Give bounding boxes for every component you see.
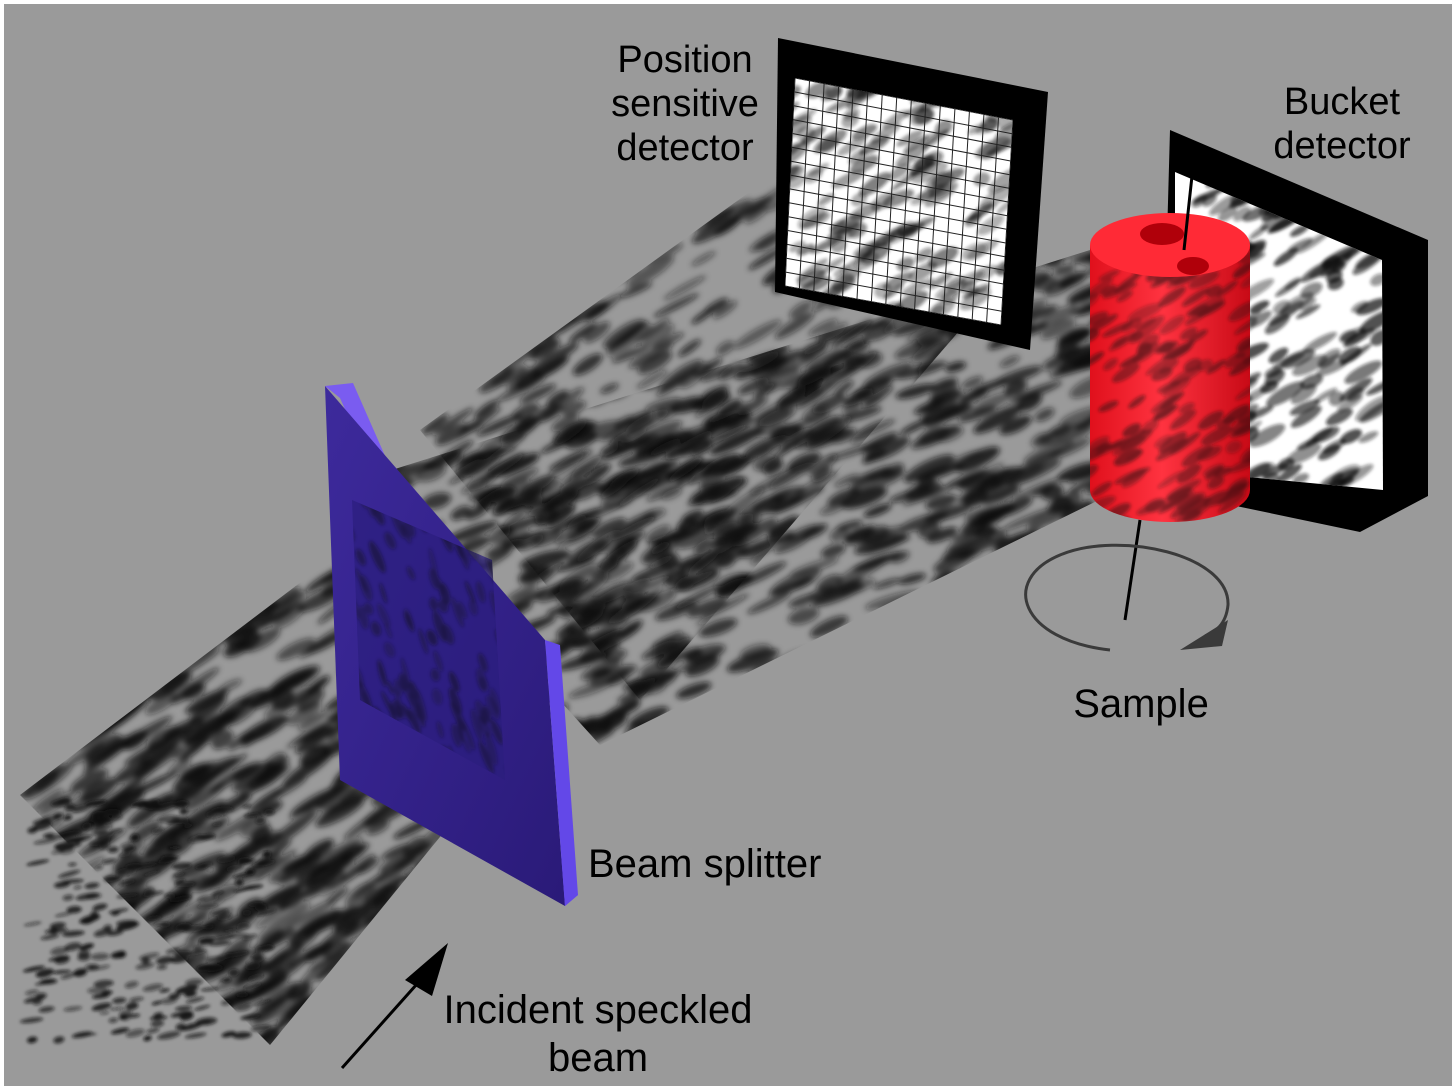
position-detector bbox=[775, 38, 1048, 350]
position-detector-label: Position sensitive detector bbox=[611, 39, 759, 169]
pixel-grid bbox=[785, 78, 1013, 325]
bucket-detector-label: Bucket detector bbox=[1273, 81, 1411, 167]
incident-beam-face bbox=[19, 797, 277, 1044]
beam-splitter-label: Beam splitter bbox=[588, 842, 822, 886]
sample-cylinder bbox=[1090, 175, 1250, 621]
sample-label: Sample bbox=[1073, 682, 1209, 726]
incident-beam-label: Incident speckled beam bbox=[443, 988, 753, 1080]
incident-arrow bbox=[340, 943, 448, 1069]
rotation-axis-upper bbox=[1182, 175, 1194, 251]
rotation-arrow bbox=[1024, 543, 1230, 652]
rotation-axis-lower bbox=[1123, 519, 1142, 621]
sample-speckle bbox=[1090, 245, 1250, 522]
